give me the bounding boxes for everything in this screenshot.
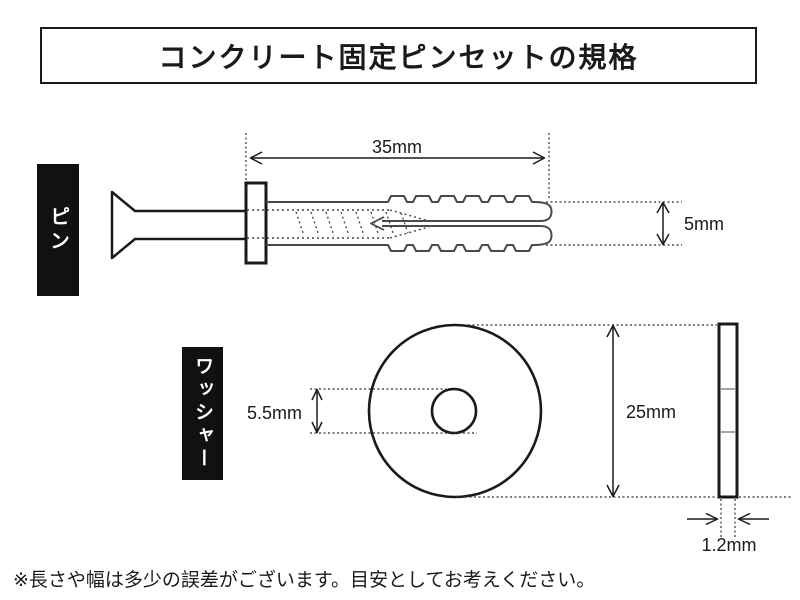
footer-note: ※長さや幅は多少の誤差がございます。目安としてお考えください。 bbox=[13, 570, 596, 591]
dim-arrow-35mm bbox=[249, 151, 546, 165]
sleeve-top-half bbox=[266, 195, 553, 222]
ext-lines-5mm bbox=[546, 201, 682, 246]
dim-label-pin-diameter: 5mm bbox=[684, 214, 724, 234]
washer-side-hole-lines bbox=[720, 388, 736, 433]
washer-hole-circle bbox=[430, 387, 478, 435]
ext-lines-35mm bbox=[245, 133, 550, 200]
dim-label-washer-outer: 25mm bbox=[626, 402, 677, 422]
pin-drawing bbox=[110, 133, 682, 265]
hidden-hatch-lines bbox=[295, 211, 409, 237]
pin-shaft bbox=[134, 209, 246, 241]
washer-label-text: ワッシャー bbox=[192, 356, 213, 471]
washer-label-badge: ワッシャー bbox=[182, 347, 223, 480]
ext-lines-25mm bbox=[456, 324, 791, 498]
hidden-shaft-lines bbox=[247, 209, 390, 239]
sleeve-bottom-half bbox=[266, 225, 553, 252]
dim-arrow-1-2mm bbox=[687, 512, 769, 526]
hidden-pin-tip bbox=[389, 209, 430, 239]
ext-lines-1-2mm bbox=[720, 499, 736, 537]
pin-label-badge: ピン bbox=[37, 164, 79, 296]
dim-label-washer-thickness: 1.2mm bbox=[701, 535, 757, 555]
pin-collar bbox=[244, 181, 268, 265]
dim-label-pin-length: 35mm bbox=[371, 137, 423, 157]
dim-arrow-5-5mm bbox=[311, 388, 323, 434]
pin-label-text: ピン bbox=[46, 206, 69, 254]
ext-lines-5-5mm bbox=[310, 388, 477, 434]
dim-arrow-25mm bbox=[606, 324, 620, 498]
washer-side-view bbox=[717, 322, 739, 499]
washer-drawing bbox=[310, 322, 791, 537]
dim-label-washer-hole: 5.5mm bbox=[246, 403, 302, 423]
pin-head bbox=[110, 190, 136, 260]
slit-arrowhead bbox=[370, 216, 385, 231]
title-box: コンクリート固定ピンセットの規格 bbox=[40, 27, 757, 84]
dim-arrow-5mm bbox=[656, 201, 670, 246]
page-title: コンクリート固定ピンセットの規格 bbox=[158, 41, 639, 73]
